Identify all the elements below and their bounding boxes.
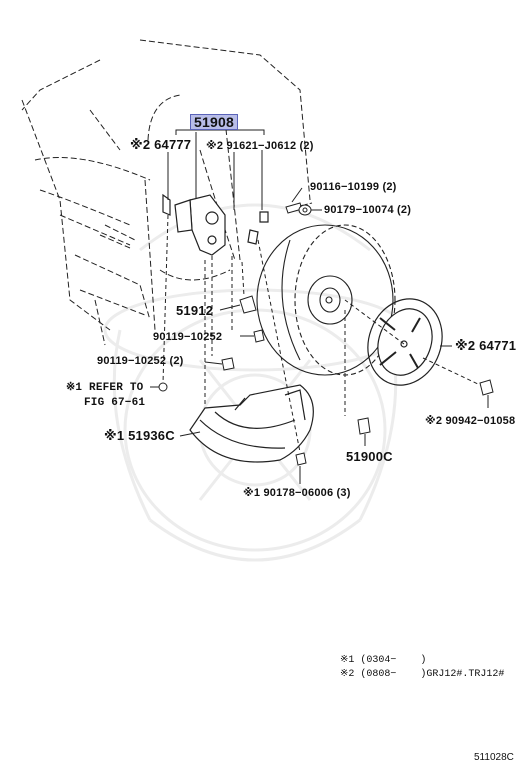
part-label-90116[interactable]: 90116−10199 (2): [310, 181, 397, 193]
part-label-90942[interactable]: ※2 90942−01058: [425, 415, 516, 427]
bolt-90942: [479, 379, 494, 396]
part-label-51936c[interactable]: ※1 51936C: [104, 428, 175, 443]
part-label-51908[interactable]: 51908: [190, 114, 238, 130]
grommet-51912: [239, 295, 257, 314]
refer-note-line1: ※1 REFER TO: [66, 382, 144, 394]
part-label-90119-a[interactable]: 90119−10252: [153, 331, 223, 343]
tire-cover: [367, 298, 443, 386]
figure-number: 511028C: [474, 752, 514, 763]
part-label-51900c[interactable]: 51900C: [346, 449, 393, 464]
legend-line-2: ※2 (0808− )GRJ12#.TRJ12#: [340, 669, 505, 680]
splash-shield: [189, 384, 314, 463]
nut-90178: [295, 452, 307, 466]
part-label-91621[interactable]: ※2 91621−J0612 (2): [206, 140, 314, 152]
nut-90179: [298, 204, 322, 216]
part-label-90119-b[interactable]: 90119−10252 (2): [97, 355, 184, 367]
legend-line-1: ※1 (0304− ): [340, 655, 427, 666]
part-label-90178[interactable]: ※1 90178−06006 (3): [243, 487, 351, 499]
part-label-64777[interactable]: ※2 64777: [130, 137, 192, 152]
clip-90119a: [253, 329, 265, 343]
part-label-64771[interactable]: ※2 64771: [455, 338, 517, 353]
spare-tire: [256, 224, 396, 376]
refer-marker: [158, 382, 168, 392]
part-label-51912[interactable]: 51912: [176, 303, 214, 318]
refer-note-line2[interactable]: FIG 67−61: [84, 397, 146, 409]
clip-90119b: [221, 357, 235, 371]
vehicle-outline: [21, 39, 311, 346]
carrier-bracket: [162, 193, 269, 256]
part-label-90179[interactable]: 90179−10074 (2): [324, 204, 412, 216]
valve-51900c: [357, 417, 371, 435]
watermark-emblem: [103, 203, 407, 562]
